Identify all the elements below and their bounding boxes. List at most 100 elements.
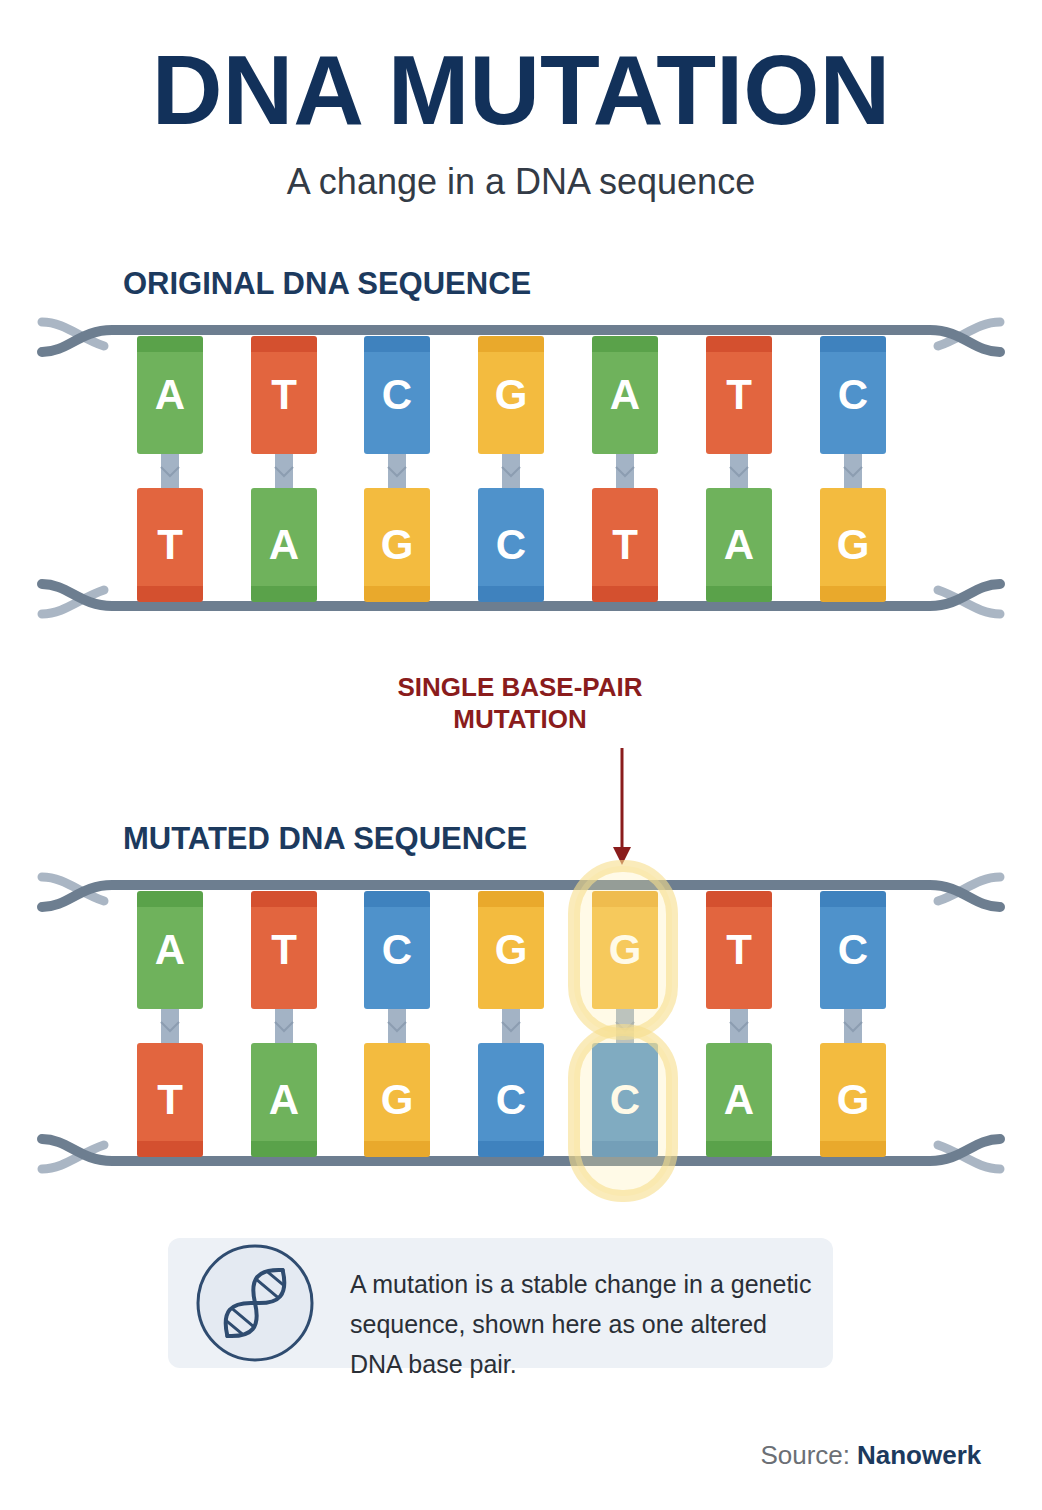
mutation-pointer-arrow <box>621 748 624 856</box>
base-letter: C <box>496 1079 526 1121</box>
base-letter: T <box>157 1079 183 1121</box>
nucleotide-base: C <box>478 1043 544 1157</box>
base-letter: A <box>269 524 299 566</box>
nucleotide-base: A <box>137 891 203 1009</box>
bond-chevron <box>388 467 406 476</box>
base-letter: G <box>609 929 642 971</box>
base-letter: A <box>724 1079 754 1121</box>
nucleotide-base: G <box>820 488 886 602</box>
base-pair-bond <box>502 454 520 488</box>
helix-strand <box>216 1260 294 1345</box>
nucleotide-base: T <box>251 891 317 1009</box>
base-letter: C <box>496 524 526 566</box>
base-letter: G <box>381 1079 414 1121</box>
base-letter: T <box>271 929 297 971</box>
base-pair-bond <box>616 1009 634 1043</box>
base-pair-bond <box>161 1009 179 1043</box>
helix-rung <box>268 1272 283 1285</box>
subtitle: A change in a DNA sequence <box>0 160 1042 204</box>
nucleotide-base: C <box>820 891 886 1009</box>
bond-chevron <box>844 1022 862 1031</box>
bond-chevron <box>502 1022 520 1031</box>
base-pair-bond <box>388 1009 406 1043</box>
nucleotide-base: G <box>364 1043 430 1157</box>
nucleotide-base: C <box>592 1043 658 1157</box>
bond-chevron <box>502 467 520 476</box>
nucleotide-base: A <box>251 488 317 602</box>
section-heading: ORIGINAL DNA SEQUENCE <box>123 264 823 304</box>
mutated-strand-backbone <box>42 877 1000 1169</box>
base-pair-bond <box>730 1009 748 1043</box>
nucleotide-base: G <box>478 891 544 1009</box>
icon-ring <box>198 1246 312 1360</box>
nucleotide-base: G <box>820 1043 886 1157</box>
base-letter: T <box>726 374 752 416</box>
nucleotide-base: A <box>592 336 658 454</box>
base-letter: C <box>838 929 868 971</box>
base-pair-bond <box>844 454 862 488</box>
original-strand-backbone <box>42 322 1000 614</box>
bond-chevron <box>616 467 634 476</box>
base-pair-bond <box>616 454 634 488</box>
base-pair-bond <box>502 1009 520 1043</box>
base-letter: G <box>837 524 870 566</box>
helix-rung <box>257 1280 277 1297</box>
nucleotide-base: T <box>706 891 772 1009</box>
base-pair-bond <box>388 454 406 488</box>
nucleotide-base: T <box>706 336 772 454</box>
bond-chevron <box>161 1022 179 1031</box>
base-letter: G <box>495 374 528 416</box>
base-letter: A <box>610 374 640 416</box>
base-pair-bond <box>275 454 293 488</box>
diagram-title: DNA MUTATION <box>0 30 1042 150</box>
bond-chevron <box>844 467 862 476</box>
nucleotide-base: A <box>251 1043 317 1157</box>
bond-chevron <box>161 467 179 476</box>
base-letter: C <box>382 929 412 971</box>
base-pair-bond <box>844 1009 862 1043</box>
base-letter: C <box>838 374 868 416</box>
bond-chevron <box>616 1022 634 1031</box>
nucleotide-base: T <box>137 488 203 602</box>
nucleotide-base: C <box>478 488 544 602</box>
nucleotide-base: A <box>137 336 203 454</box>
base-letter: C <box>610 1079 640 1121</box>
base-letter: T <box>726 929 752 971</box>
dna-icon <box>198 1246 312 1360</box>
bond-chevron <box>388 1022 406 1031</box>
mutation-highlight <box>574 1030 672 1196</box>
nucleotide-base: C <box>364 891 430 1009</box>
base-pair-bond <box>161 454 179 488</box>
base-letter: G <box>837 1079 870 1121</box>
base-letter: G <box>381 524 414 566</box>
nucleotide-base: A <box>706 1043 772 1157</box>
info-text: A mutation is a stable change in a genet… <box>350 1264 820 1384</box>
nucleotide-base: G <box>364 488 430 602</box>
icon-helix <box>216 1260 294 1345</box>
base-letter: T <box>157 524 183 566</box>
base-pair-bond <box>275 1009 293 1043</box>
base-letter: C <box>382 374 412 416</box>
source-prefix: Source: <box>700 1438 850 1472</box>
helix-rung <box>227 1321 242 1334</box>
nucleotide-base: T <box>137 1043 203 1157</box>
helix-rung <box>233 1309 253 1326</box>
base-pair-bond <box>730 454 748 488</box>
section-heading: MUTATED DNA SEQUENCE <box>123 819 823 859</box>
base-letter: G <box>495 929 528 971</box>
nucleotide-base: C <box>820 336 886 454</box>
base-letter: A <box>724 524 754 566</box>
nucleotide-base: T <box>592 488 658 602</box>
nucleotide-base: T <box>251 336 317 454</box>
bond-chevron <box>275 1022 293 1031</box>
base-letter: T <box>271 374 297 416</box>
helix-strand <box>216 1260 294 1345</box>
bond-chevron <box>730 467 748 476</box>
nucleotide-base: A <box>706 488 772 602</box>
info-box: A mutation is a stable change in a genet… <box>168 1238 833 1368</box>
mutation-callout: SINGLE BASE-PAIR MUTATION <box>370 671 670 735</box>
source-name: Nanowerk <box>857 1438 1017 1472</box>
